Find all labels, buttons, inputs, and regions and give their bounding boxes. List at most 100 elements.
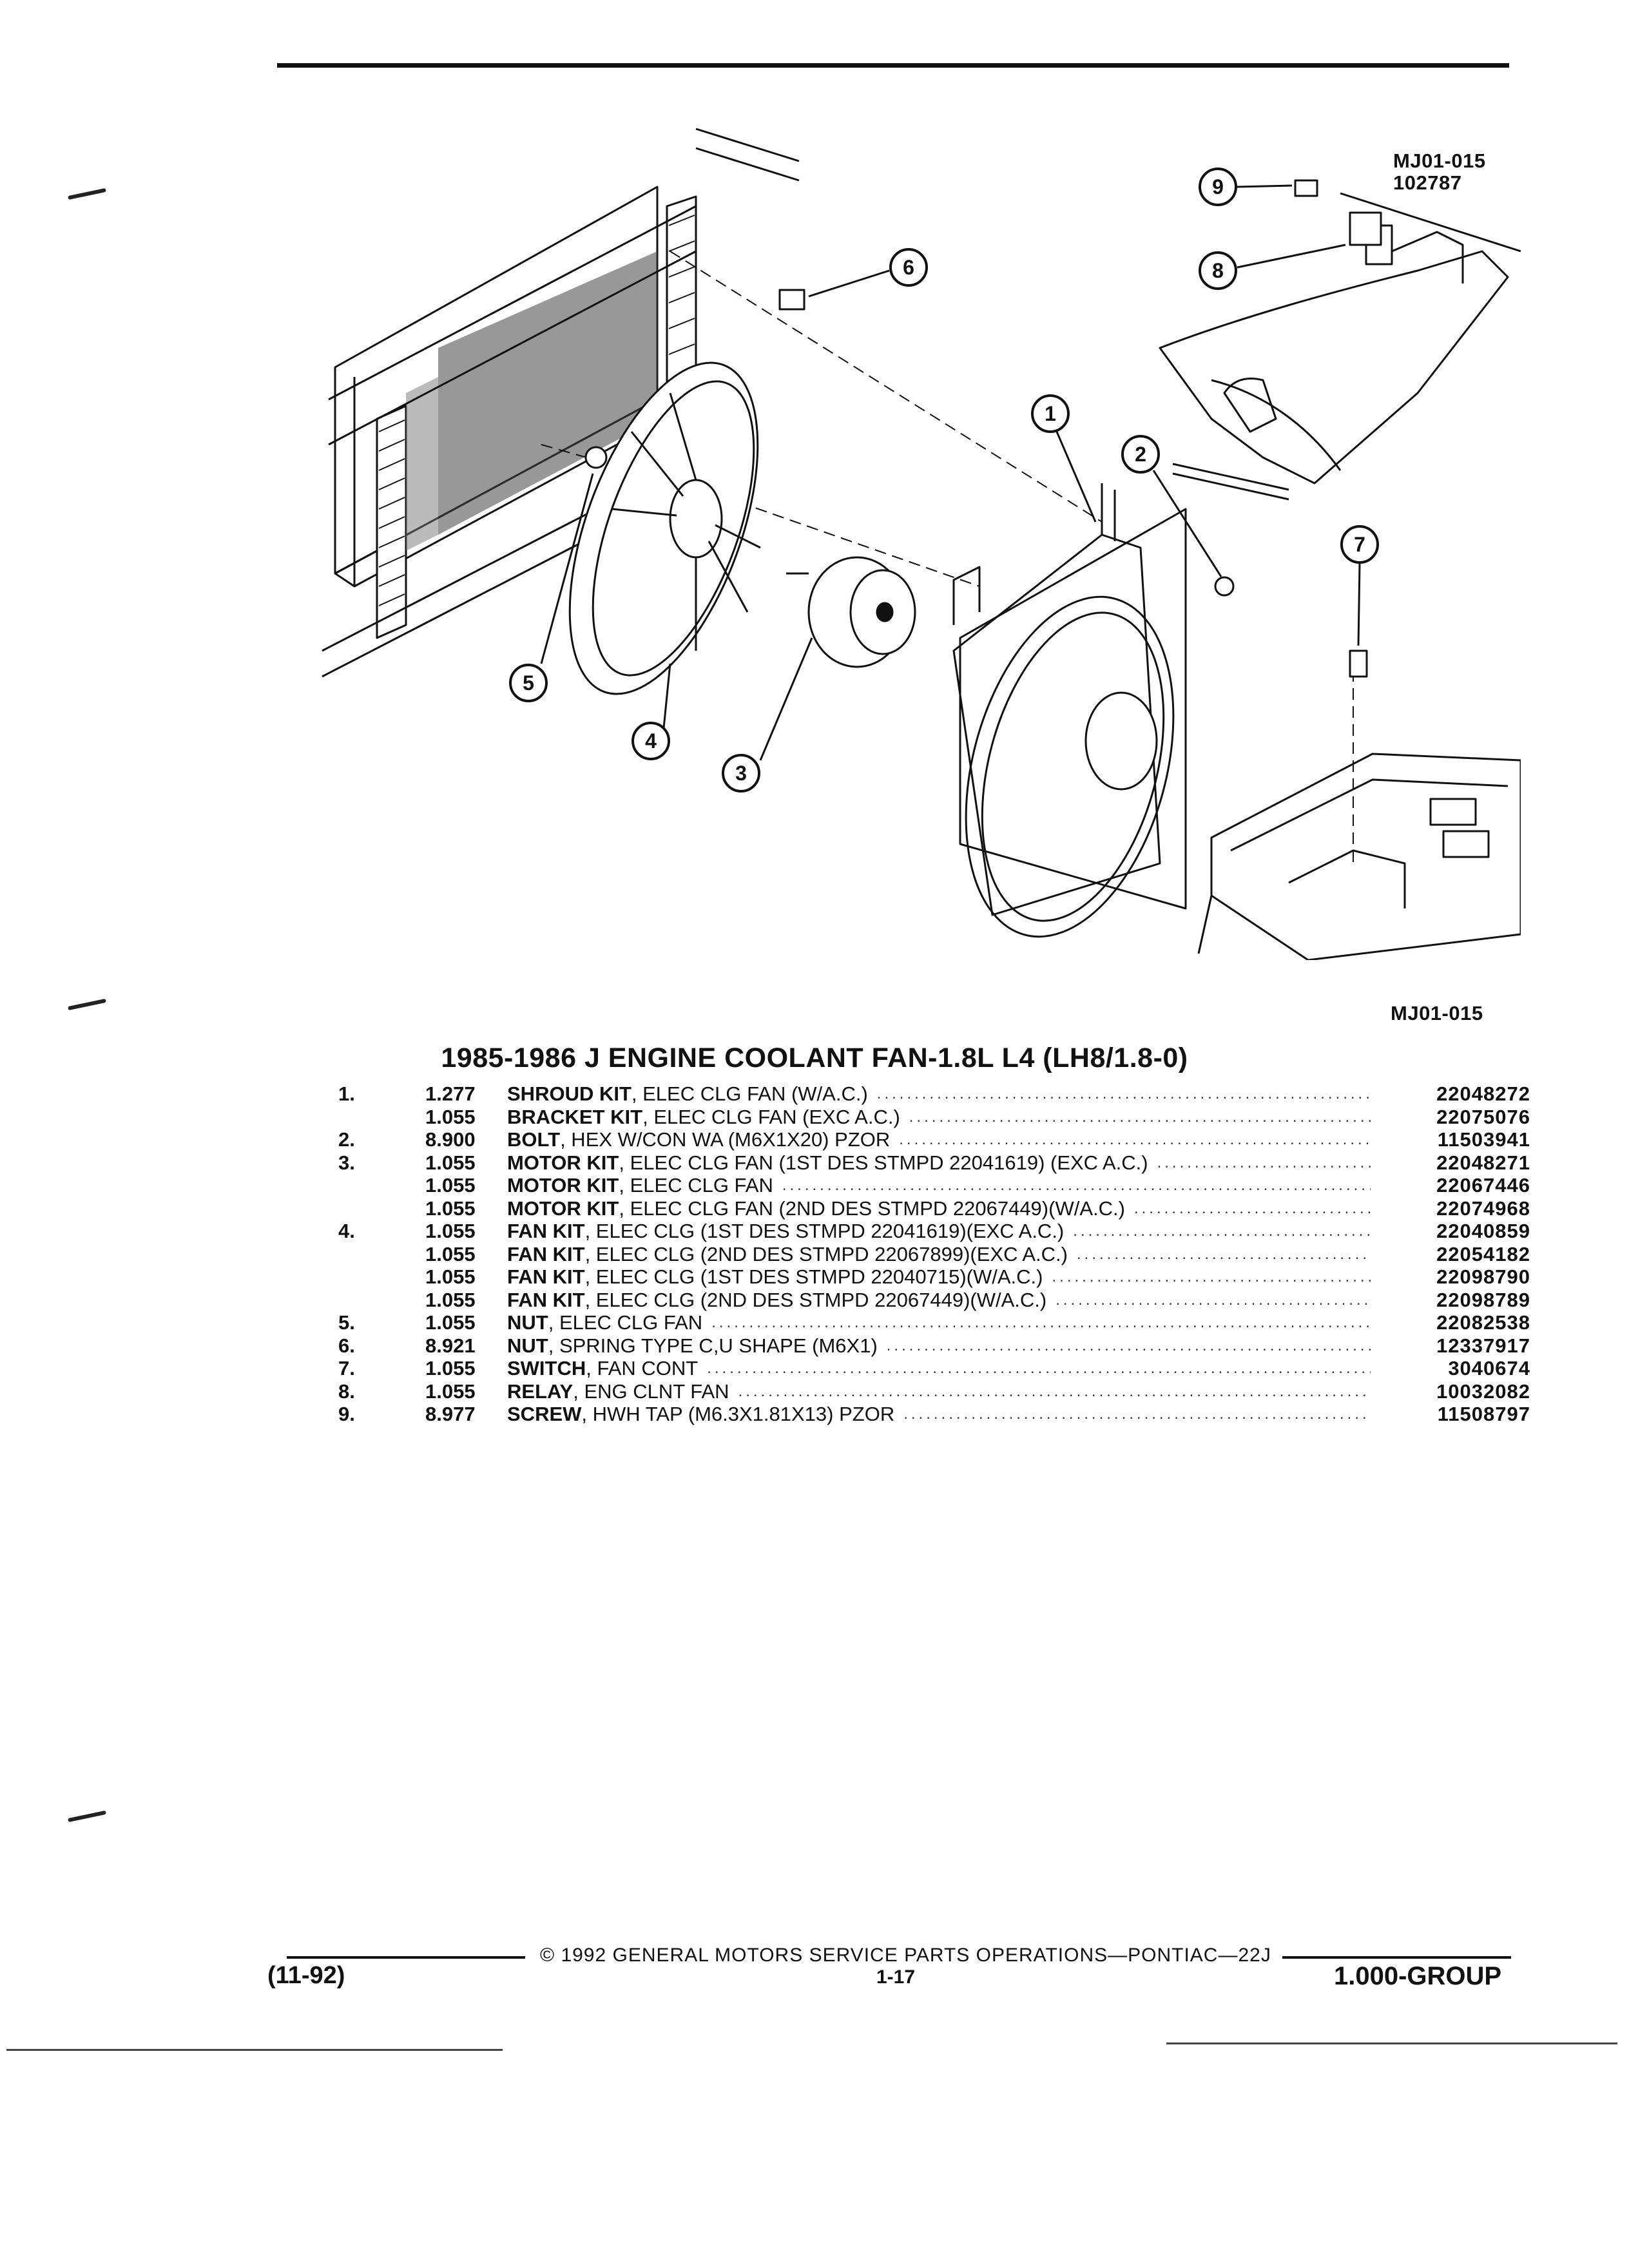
footer-copyright: © 1992 GENERAL MOTORS SERVICE PARTS OPER… xyxy=(540,1945,1271,1966)
dot-leader: ........................................… xyxy=(909,1108,1371,1126)
top-rule xyxy=(277,63,1509,68)
part-name: NUT xyxy=(507,1334,548,1357)
group-number: 1.055 xyxy=(425,1105,476,1128)
dot-leader: ........................................… xyxy=(1157,1153,1371,1171)
part-number: 22082538 xyxy=(1436,1311,1530,1334)
bottom-rule-left xyxy=(6,2049,503,2051)
table-row: 5. 1.055 NUT, ELEC CLG FAN..............… xyxy=(338,1311,1530,1334)
callout-5 xyxy=(509,664,548,702)
part-description: MOTOR KIT, ELEC CLG FAN (1ST DES STMPD 2… xyxy=(499,1151,1382,1175)
dot-leader: ........................................… xyxy=(1055,1291,1371,1309)
group-number: 1.055 xyxy=(425,1196,476,1220)
nut xyxy=(584,446,608,469)
part-detail: , FAN CONT xyxy=(586,1357,699,1379)
part-number: 22067446 xyxy=(1436,1174,1530,1196)
table-row: 1.055 MOTOR KIT, ELEC CLG FAN (2ND DES S… xyxy=(338,1197,1530,1220)
part-number: 22054182 xyxy=(1436,1242,1530,1265)
callout-label: 9 xyxy=(1212,175,1224,198)
callout-2 xyxy=(1121,435,1160,474)
relay xyxy=(1349,211,1382,246)
engine-compartment-upper xyxy=(1159,192,1521,501)
table-row: 1.055 FAN KIT, ELEC CLG (2ND DES STMPD 2… xyxy=(338,1243,1530,1266)
dot-leader: ........................................… xyxy=(707,1360,1371,1377)
table-row: 9. 8.977 SCREW, HWH TAP (M6.3X1.81X13) P… xyxy=(338,1403,1530,1426)
callout-6 xyxy=(889,248,928,287)
part-description: SCREW, HWH TAP (M6.3X1.81X13) PZOR......… xyxy=(499,1403,1382,1426)
group-number: 1.055 xyxy=(425,1311,476,1334)
illustration-caption-code: MJ01-015 xyxy=(1391,1002,1483,1024)
part-name: FAN KIT xyxy=(507,1265,585,1288)
fan-shroud xyxy=(952,483,1187,938)
parts-list: 1. 1.277 SHROUD KIT, ELEC CLG FAN (W/A.C… xyxy=(338,1082,1530,1426)
dot-leader: ........................................… xyxy=(711,1314,1371,1331)
footer-rule-left xyxy=(287,1956,525,1959)
callout-label: 8 xyxy=(1212,259,1224,282)
page-number: 1-17 xyxy=(876,1966,916,1988)
fan-switch xyxy=(1349,649,1368,678)
part-description: MOTOR KIT, ELEC CLG FAN.................… xyxy=(499,1174,1382,1197)
binder-mark xyxy=(68,998,106,1011)
part-description: MOTOR KIT, ELEC CLG FAN (2ND DES STMPD 2… xyxy=(499,1197,1382,1220)
callout-label: 6 xyxy=(903,256,914,279)
table-row: 3. 1.055 MOTOR KIT, ELEC CLG FAN (1ST DE… xyxy=(338,1151,1530,1175)
part-detail: , ELEC CLG FAN (EXC A.C.) xyxy=(642,1105,900,1128)
part-description: FAN KIT, ELEC CLG (2ND DES STMPD 2206789… xyxy=(499,1243,1382,1266)
exploded-parts-diagram: 1 2 3 4 5 6 7 8 9 xyxy=(322,128,1521,960)
callout-9 xyxy=(1199,168,1237,206)
dot-leader: ........................................… xyxy=(1076,1245,1371,1263)
fan-motor xyxy=(786,556,916,668)
ref-number: 8. xyxy=(338,1379,355,1403)
group-number: 1.055 xyxy=(425,1174,476,1196)
table-row: 6. 8.921 NUT, SPRING TYPE C,U SHAPE (M6X… xyxy=(338,1334,1530,1358)
part-name: BOLT xyxy=(507,1128,561,1151)
table-row: 1.055 BRACKET KIT, ELEC CLG FAN (EXC A.C… xyxy=(338,1106,1530,1129)
part-description: NUT, ELEC CLG FAN.......................… xyxy=(499,1311,1382,1334)
part-number: 3040674 xyxy=(1448,1357,1530,1379)
part-description: FAN KIT, ELEC CLG (2ND DES STMPD 2206744… xyxy=(499,1289,1382,1312)
part-number: 11503941 xyxy=(1437,1128,1530,1151)
part-description: FAN KIT, ELEC CLG (1ST DES STMPD 2204071… xyxy=(499,1265,1382,1289)
part-number: 22098790 xyxy=(1436,1265,1530,1288)
part-number: 12337917 xyxy=(1436,1334,1530,1357)
callout-circles xyxy=(509,168,1379,793)
callout-4 xyxy=(631,722,670,760)
screw xyxy=(1294,179,1318,197)
fan-blade xyxy=(568,361,761,695)
part-name: MOTOR KIT xyxy=(507,1196,619,1220)
part-detail: , ELEC CLG (1ST DES STMPD 22041619)(EXC … xyxy=(584,1220,1065,1242)
group-number: 8.900 xyxy=(425,1128,476,1151)
callout-8 xyxy=(1199,251,1237,290)
spring-nut xyxy=(778,289,805,311)
group-number: 1.055 xyxy=(425,1220,476,1242)
part-description: SWITCH, FAN CONT........................… xyxy=(499,1357,1382,1380)
table-row: 4. 1.055 FAN KIT, ELEC CLG (1ST DES STMP… xyxy=(338,1220,1530,1243)
callout-label: 4 xyxy=(645,729,657,753)
part-detail: , ELEC CLG (2ND DES STMPD 22067449)(W/A.… xyxy=(584,1288,1047,1311)
dot-leader: ........................................… xyxy=(738,1382,1371,1400)
binder-mark xyxy=(68,1810,106,1823)
part-detail: , ELEC CLG FAN (2ND DES STMPD 22067449)(… xyxy=(619,1196,1125,1220)
dot-leader: ........................................… xyxy=(899,1131,1371,1148)
dot-leader: ........................................… xyxy=(782,1177,1371,1194)
part-detail: , ENG CLNT FAN xyxy=(573,1379,729,1403)
part-name: FAN KIT xyxy=(507,1220,585,1242)
ref-number: 1. xyxy=(338,1082,355,1105)
part-name: MOTOR KIT xyxy=(507,1151,619,1174)
group-number: 1.055 xyxy=(425,1151,476,1174)
callout-3 xyxy=(722,754,760,793)
group-number: 1.055 xyxy=(425,1242,476,1265)
group-number: 8.977 xyxy=(425,1403,476,1425)
part-name: SCREW xyxy=(507,1403,582,1425)
part-detail: , HWH TAP (M6.3X1.81X13) PZOR xyxy=(581,1403,895,1425)
part-name: BRACKET KIT xyxy=(507,1105,643,1128)
part-detail: , SPRING TYPE C,U SHAPE (M6X1) xyxy=(548,1334,878,1357)
ref-number: 4. xyxy=(338,1220,355,1242)
part-number: 11508797 xyxy=(1437,1403,1530,1425)
group-number: 1.055 xyxy=(425,1379,476,1403)
part-number: 22048272 xyxy=(1436,1082,1530,1105)
part-name: SWITCH xyxy=(507,1357,586,1379)
callout-label: 1 xyxy=(1045,402,1056,425)
part-description: BRACKET KIT, ELEC CLG FAN (EXC A.C.)....… xyxy=(499,1106,1382,1129)
part-detail: , ELEC CLG (2ND DES STMPD 22067899)(EXC … xyxy=(584,1242,1068,1265)
part-description: BOLT, HEX W/CON WA (M6X1X20) PZOR.......… xyxy=(499,1128,1382,1151)
